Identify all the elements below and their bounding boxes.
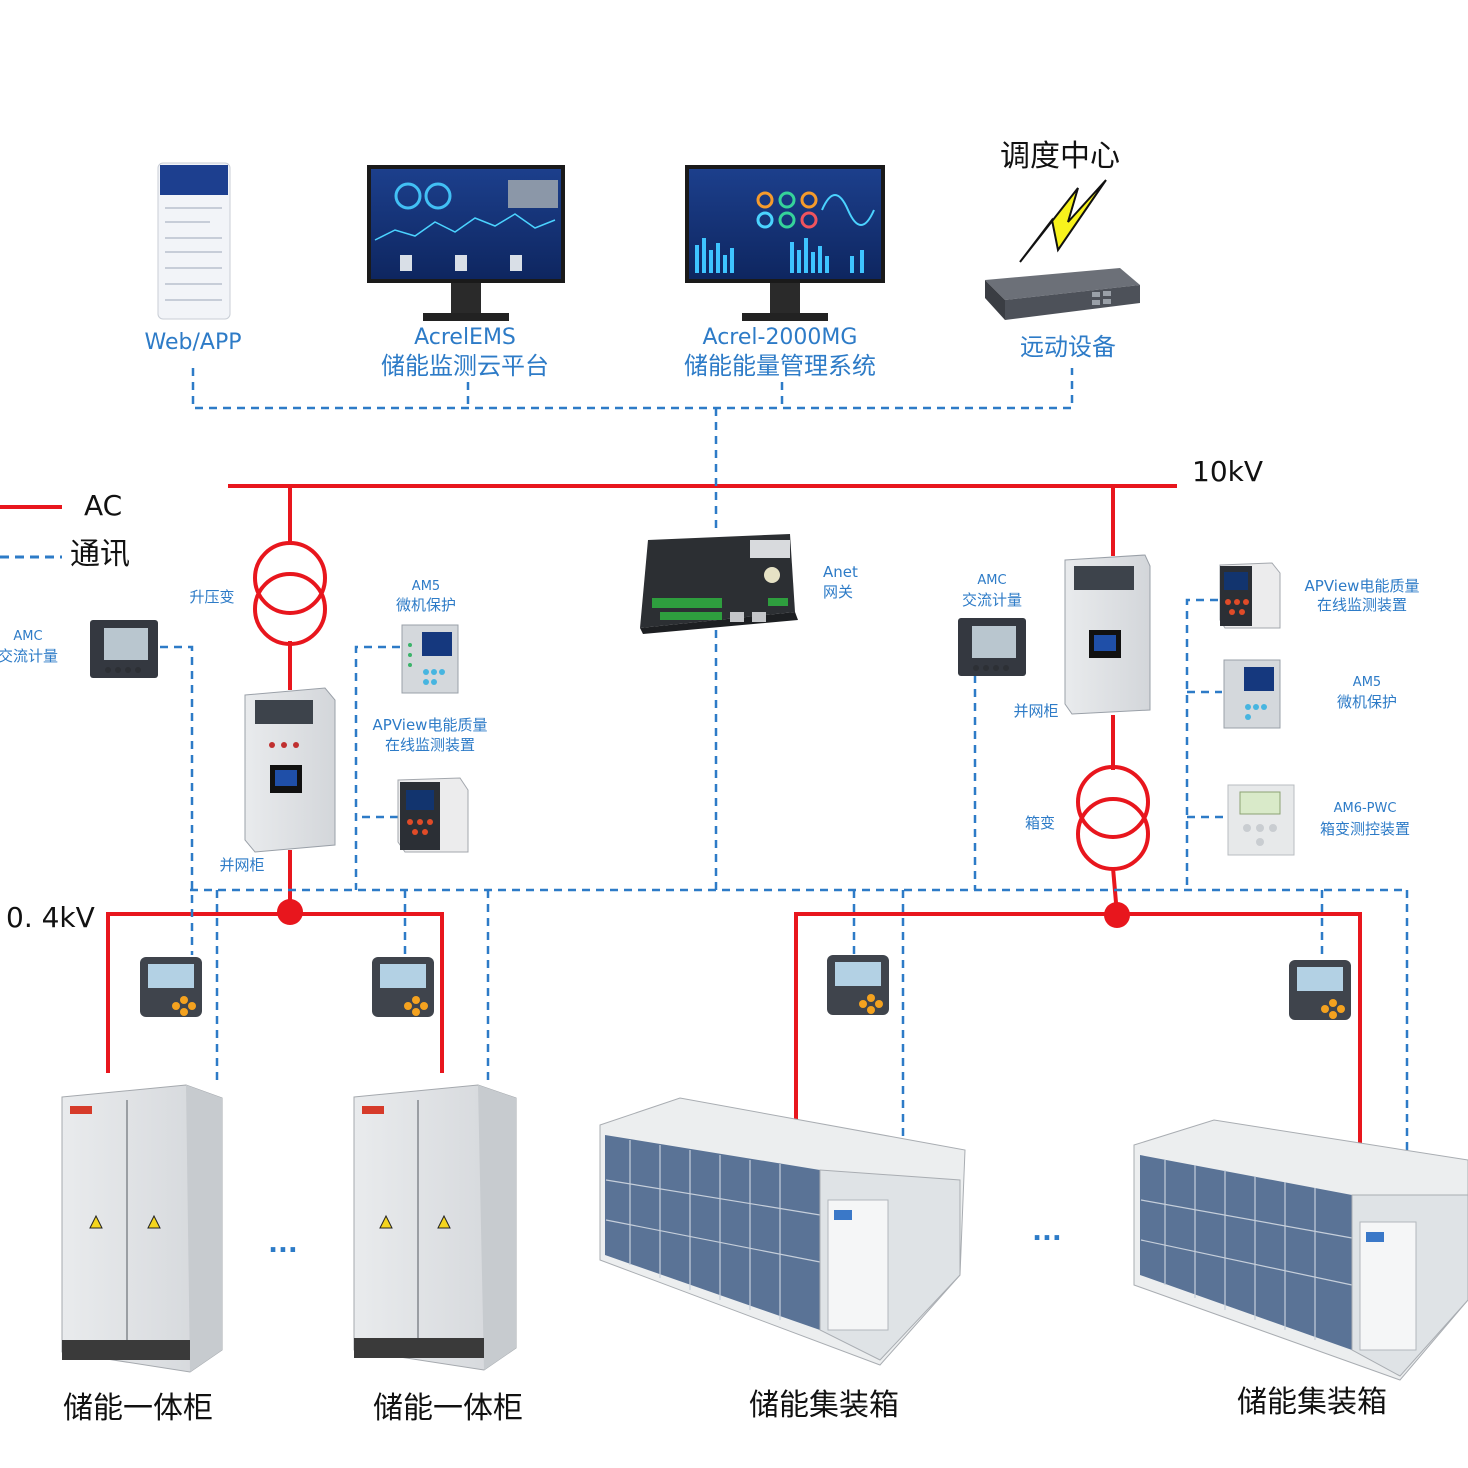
left-am5-protection-icon — [401, 624, 459, 694]
ac-network — [106, 484, 1362, 1150]
mg-label-line2: 储能能量管理系统 — [684, 352, 876, 380]
webapp-label: Web/APP — [144, 330, 242, 355]
mg-monitor-icon — [685, 165, 885, 321]
right-ellipsis: ... — [1032, 1217, 1062, 1247]
right-apview-label-line2: 在线监测装置 — [1316, 596, 1408, 614]
left-apview-monitor-icon — [397, 777, 469, 853]
meter-icon-4 — [1289, 960, 1351, 1020]
dispatch-label: 调度中心 — [1000, 139, 1120, 174]
left-grid-cabinet-label: 并网柜 — [219, 856, 265, 874]
left-am5-label-line2: 微机保护 — [395, 596, 457, 614]
left-grid-cabinet-icon — [244, 687, 336, 853]
left-apview-label-line1: APView电能质量 — [372, 716, 488, 734]
ems-monitor-icon — [367, 165, 565, 321]
left-amc-label-line2: 交流计量 — [0, 647, 59, 665]
right-grid-cabinet-label: 并网柜 — [1013, 702, 1059, 720]
storage-container-icon-1 — [599, 1097, 966, 1366]
gateway-label-line1: Anet — [823, 563, 858, 581]
ems-label-line2: 储能监测云平台 — [381, 352, 549, 380]
remote-device-icon — [985, 268, 1140, 320]
mg-label-line1: Acrel-2000MG — [702, 325, 858, 350]
am6-label-line1: AM6-PWC — [1333, 801, 1397, 816]
comm-network — [160, 368, 1409, 1150]
bus-10kv-label: 10kV — [1192, 455, 1263, 488]
legend-ac-label: AC — [84, 489, 123, 522]
left-ellipsis: ... — [268, 1229, 298, 1259]
left-amc-meter-icon — [90, 620, 158, 678]
right-grid-cabinet-icon — [1064, 554, 1151, 715]
am6-box-monitor-icon — [1227, 784, 1295, 856]
storage-cabinet-icon-1 — [61, 1084, 223, 1373]
right-amc-label-line1: AMC — [977, 573, 1007, 588]
storage-container-icon-2 — [1133, 1119, 1468, 1381]
right-am5-protection-icon — [1223, 659, 1281, 729]
gateway-icon — [640, 534, 798, 634]
right-bus-node — [1104, 902, 1130, 928]
storage-container-label-2: 储能集装箱 — [1237, 1385, 1387, 1420]
step-up-transformer-label: 升压变 — [189, 588, 235, 606]
bus-04kv-left — [106, 912, 444, 1073]
legend — [0, 505, 62, 559]
storage-cabinet-label-1: 储能一体柜 — [63, 1391, 213, 1426]
bus-04kv-right — [794, 912, 1362, 1150]
meter-icon-3 — [827, 955, 889, 1015]
am6-label-line2: 箱变测控装置 — [1319, 820, 1411, 838]
remote-device-label: 远动设备 — [1020, 333, 1116, 361]
right-am5-label-line1: AM5 — [1352, 675, 1382, 690]
gateway-label-line2: 网关 — [823, 583, 854, 601]
left-amc-label-line1: AMC — [13, 629, 43, 644]
right-amc-label-line2: 交流计量 — [961, 591, 1023, 609]
legend-comm-label: 通讯 — [70, 537, 130, 572]
box-transformer-label: 箱变 — [1024, 814, 1056, 832]
left-apview-label-line2: 在线监测装置 — [384, 736, 476, 754]
box-transformer-symbol — [1076, 765, 1150, 871]
right-apview-label-line1: APView电能质量 — [1304, 577, 1420, 595]
right-am5-label-line2: 微机保护 — [1336, 693, 1398, 711]
left-am5-label-line1: AM5 — [411, 579, 441, 594]
meter-icon-2 — [372, 957, 434, 1017]
meter-icon-1 — [140, 957, 202, 1017]
storage-container-label-1: 储能集装箱 — [749, 1388, 899, 1423]
lightning-icon — [1019, 179, 1107, 263]
ems-label-line1: AcrelEMS — [414, 325, 516, 350]
right-apview-monitor-icon — [1219, 562, 1281, 629]
bus-04kv-label: 0. 4kV — [6, 901, 95, 934]
right-amc-meter-icon — [958, 618, 1026, 676]
storage-cabinet-icon-2 — [353, 1084, 517, 1371]
storage-cabinet-label-2: 储能一体柜 — [373, 1391, 523, 1426]
phone-icon — [157, 162, 231, 320]
step-up-transformer-symbol — [253, 541, 327, 646]
left-bus-node — [277, 899, 303, 925]
